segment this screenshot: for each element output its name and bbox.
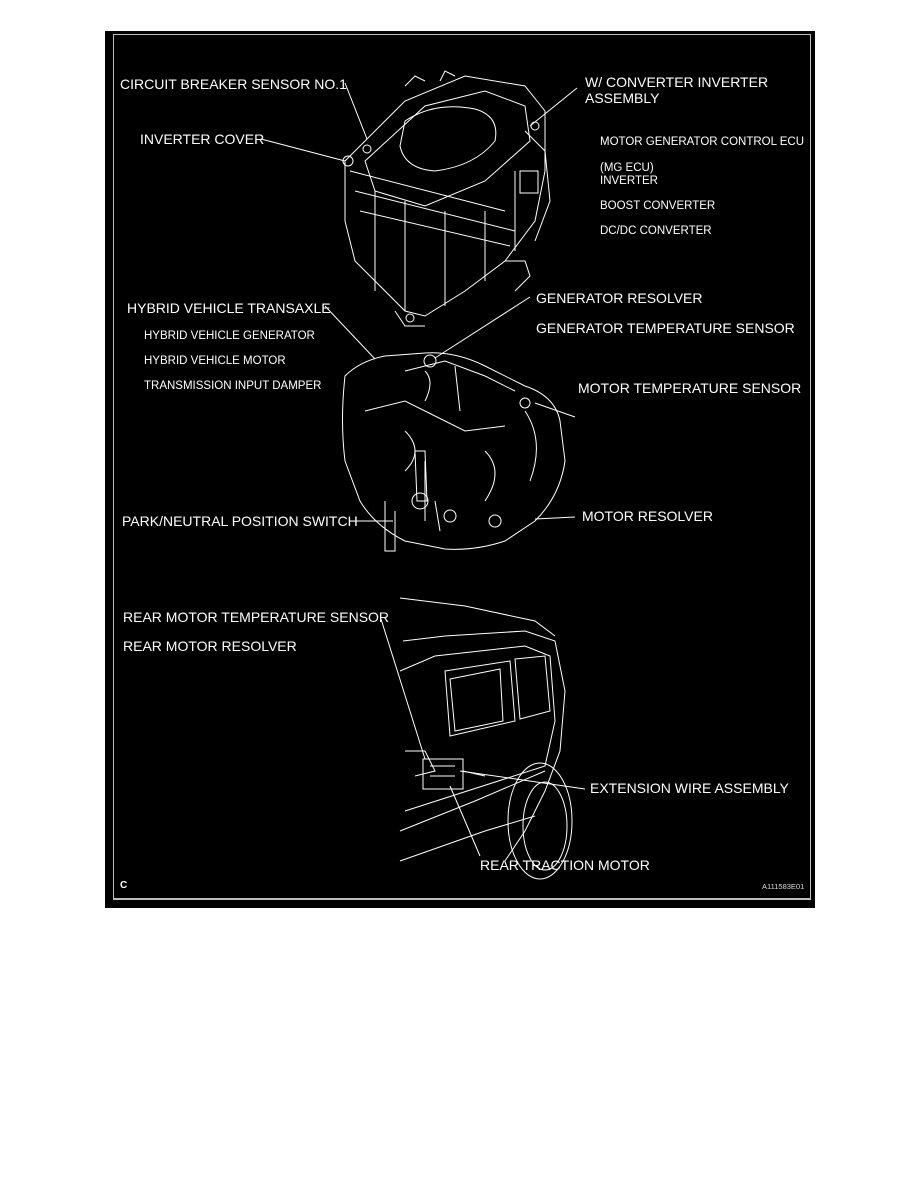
label-motor-resolver: MOTOR RESOLVER bbox=[582, 508, 713, 524]
inverter-assembly-drawing bbox=[342, 70, 551, 327]
diagram-frame bbox=[113, 34, 811, 900]
label-rear-motor-resolver: REAR MOTOR RESOLVER bbox=[123, 638, 297, 654]
label-rear-motor-temp-sensor: REAR MOTOR TEMPERATURE SENSOR bbox=[123, 609, 390, 625]
figure-code: A111583E01 bbox=[762, 882, 805, 891]
vehicle-rear-drawing bbox=[399, 597, 573, 880]
label-park-neutral-switch: PARK/NEUTRAL POSITION SWITCH bbox=[122, 513, 358, 529]
component-hv-motor: HYBRID VEHICLE MOTOR bbox=[144, 355, 286, 367]
panel-letter: C bbox=[120, 880, 128, 891]
line-art bbox=[260, 70, 586, 880]
transaxle-drawing bbox=[342, 352, 566, 552]
component-inverter: INVERTER bbox=[600, 175, 658, 187]
label-motor-temp-sensor: MOTOR TEMPERATURE SENSOR bbox=[578, 380, 802, 396]
diagram-panel: CIRCUIT BREAKER SENSOR NO.1 INVERTER COV… bbox=[105, 31, 815, 908]
label-converter-assembly-line1: W/ CONVERTER INVERTER bbox=[585, 74, 769, 90]
label-extension-wire: EXTENSION WIRE ASSEMBLY bbox=[590, 780, 789, 796]
label-rear-traction-motor: REAR TRACTION MOTOR bbox=[480, 857, 650, 873]
label-circuit-breaker-sensor: CIRCUIT BREAKER SENSOR NO.1 bbox=[120, 76, 347, 92]
label-inverter-cover: INVERTER COVER bbox=[140, 131, 265, 147]
label-generator-temp-sensor: GENERATOR TEMPERATURE SENSOR bbox=[536, 320, 795, 336]
component-hv-generator: HYBRID VEHICLE GENERATOR bbox=[144, 330, 315, 342]
leader-lines bbox=[260, 82, 586, 857]
component-input-damper: TRANSMISSION INPUT DAMPER bbox=[144, 380, 322, 392]
label-converter-assembly-line2: ASSEMBLY bbox=[585, 90, 660, 106]
component-boost-converter: BOOST CONVERTER bbox=[600, 200, 716, 212]
component-mg-ecu-abbr: (MG ECU) bbox=[600, 162, 654, 174]
component-dcdc-converter: DC/DC CONVERTER bbox=[600, 225, 712, 237]
label-transaxle: HYBRID VEHICLE TRANSAXLE bbox=[127, 300, 331, 316]
component-mg-ecu: MOTOR GENERATOR CONTROL ECU bbox=[600, 136, 805, 148]
label-generator-resolver: GENERATOR RESOLVER bbox=[536, 290, 703, 306]
